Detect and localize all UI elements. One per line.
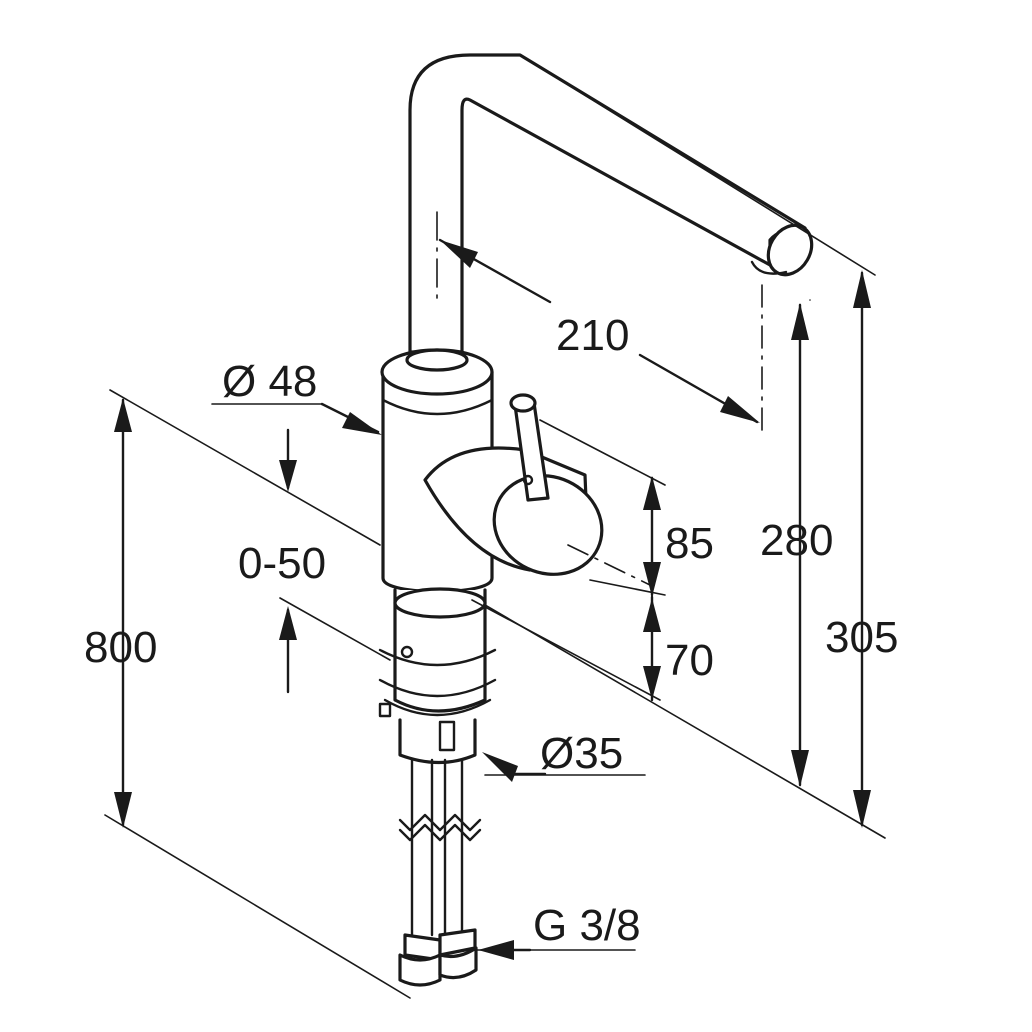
label-height-305: 305 (825, 613, 898, 662)
label-handle-height: 85 (665, 519, 714, 568)
label-dia-shank: Ø35 (540, 729, 623, 778)
extension-lines (104, 54, 886, 999)
label-height-280: 280 (760, 516, 833, 565)
mounting-base (378, 587, 497, 765)
label-worktop-height: 800 (84, 623, 157, 672)
dimension-lines (114, 238, 871, 960)
label-reach: 210 (556, 311, 629, 360)
label-adjust-range: 0-50 (238, 539, 326, 588)
label-connection: G 3/8 (533, 901, 641, 950)
spout (408, 53, 814, 354)
mixer-body (380, 348, 651, 594)
label-base-height: 70 (665, 636, 714, 685)
dimension-labels: Ø 48 210 85 0-50 800 280 305 70 Ø35 G 3/… (84, 311, 898, 950)
label-dia-body: Ø 48 (222, 357, 317, 406)
supply-hoses (398, 758, 482, 987)
